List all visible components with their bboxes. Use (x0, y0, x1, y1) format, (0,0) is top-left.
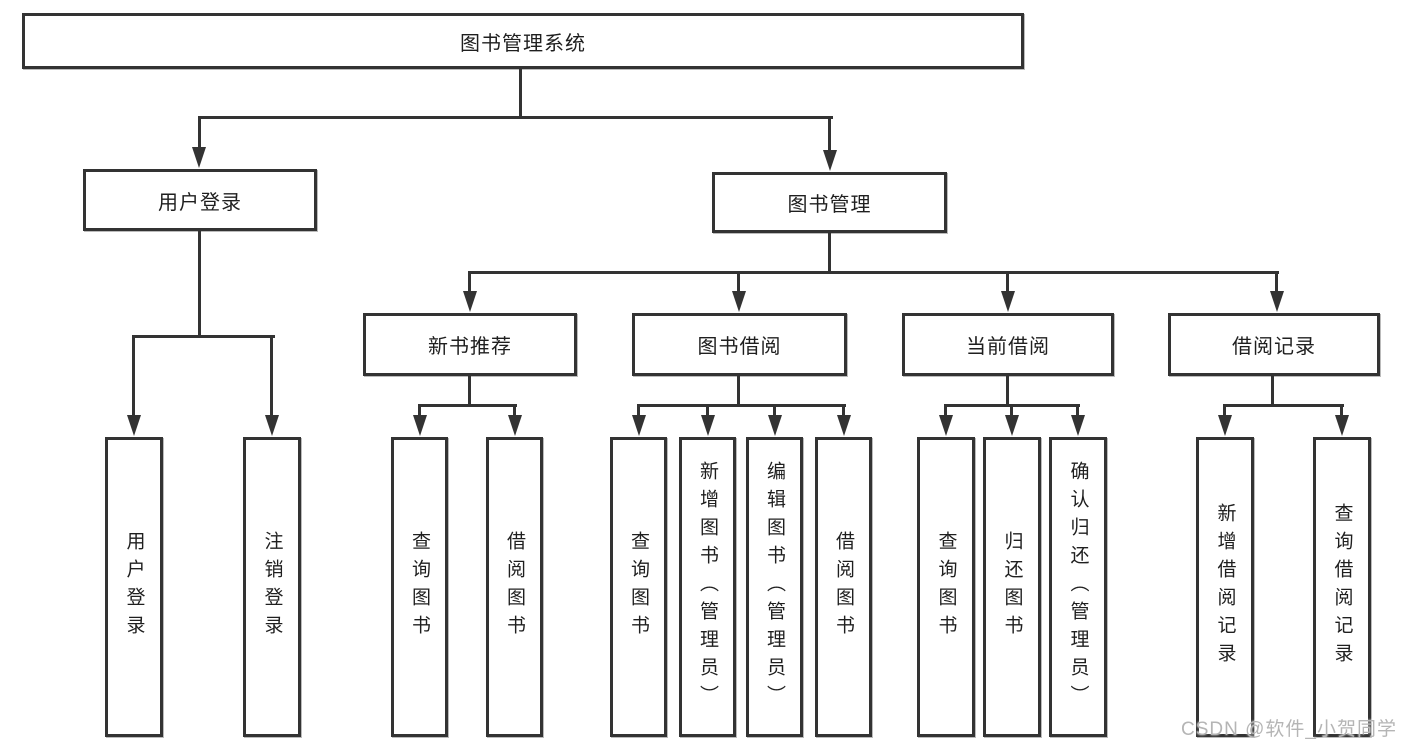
arrow-down-icon (508, 415, 522, 436)
arrow-down-icon (1005, 415, 1019, 436)
arrow-down-icon (1071, 415, 1085, 436)
leaf-label: 归还图书 (1001, 531, 1023, 643)
leaf-label: 查询图书 (628, 531, 649, 643)
node-label: 图书管理 (787, 194, 872, 216)
arrow-down-icon (1335, 415, 1349, 436)
node-label: 图书借阅 (697, 336, 782, 358)
connector-userlogin-rail (133, 335, 275, 338)
connector-root-stem (519, 69, 522, 117)
connector-drop (706, 404, 709, 419)
connector-bookmgmt-stem (828, 233, 831, 273)
leaf-label: 借阅图书 (504, 531, 525, 643)
node-borrowing-records: 借阅记录 (1168, 313, 1380, 376)
leaf-return-books: 归还图书 (983, 437, 1041, 737)
connector-drop (842, 404, 845, 419)
connector-level3-rail (469, 271, 1279, 274)
node-book-borrowing: 图书借阅 (632, 313, 847, 376)
connector-stem (1006, 376, 1009, 406)
connector-stem (737, 376, 740, 406)
leaf-label: 新增借阅记录 (1214, 503, 1236, 671)
node-book-management: 图书管理 (712, 172, 947, 233)
arrow-down-icon (1270, 291, 1284, 312)
arrow-down-icon (463, 291, 477, 312)
node-label: 当前借阅 (966, 336, 1050, 358)
leaf-query-borrow-record: 查询借阅记录 (1313, 437, 1371, 737)
connector-drop (1006, 271, 1009, 295)
connector-userlogin-stem (198, 231, 201, 337)
leaf-label: 确认归还（管理员） (1067, 461, 1089, 713)
leaf-label: 新增图书（管理员） (697, 461, 718, 713)
leaf-label: 用户登录 (123, 531, 145, 643)
connector-drop (198, 116, 201, 150)
leaf-label: 查询图书 (935, 531, 957, 643)
arrow-down-icon (837, 415, 851, 436)
connector-drop (828, 116, 831, 153)
node-library-system: 图书管理系统 (22, 13, 1024, 69)
leaf-query-books-recommend: 查询图书 (391, 437, 448, 737)
connector-drop (637, 404, 640, 419)
node-label: 新书推荐 (428, 336, 512, 358)
arrow-down-icon (1218, 415, 1232, 436)
leaf-label: 编辑图书（管理员） (764, 461, 785, 713)
leaf-label: 借阅图书 (833, 531, 854, 643)
leaf-query-books-current: 查询图书 (917, 437, 975, 737)
connector-stem (468, 376, 471, 406)
connector-drop (1275, 271, 1278, 295)
leaf-query-books-borrowing: 查询图书 (610, 437, 667, 737)
leaf-borrow-books-recommend: 借阅图书 (486, 437, 543, 737)
connector-drop (737, 271, 740, 295)
connector-rail (1224, 404, 1344, 407)
connector-drop (418, 404, 421, 419)
connector-drop (1340, 404, 1343, 419)
connector-drop (513, 404, 516, 419)
arrow-down-icon (732, 291, 746, 312)
connector-stem (1271, 376, 1274, 406)
leaf-add-borrow-record: 新增借阅记录 (1196, 437, 1254, 737)
connector-drop (773, 404, 776, 419)
connector-rail (638, 404, 846, 407)
leaf-user-login: 用户登录 (105, 437, 163, 737)
arrow-down-icon (413, 415, 427, 436)
arrow-down-icon (127, 415, 141, 436)
connector-drop (1076, 404, 1079, 419)
leaf-add-book-admin: 新增图书（管理员） (679, 437, 736, 737)
arrow-down-icon (265, 415, 279, 436)
arrow-down-icon (1001, 291, 1015, 312)
arrow-down-icon (823, 150, 837, 171)
connector-drop (132, 335, 135, 419)
node-user-login: 用户登录 (83, 169, 317, 231)
leaf-confirm-return-admin: 确认归还（管理员） (1049, 437, 1107, 737)
node-new-book-recommend: 新书推荐 (363, 313, 577, 376)
arrow-down-icon (701, 415, 715, 436)
connector-drop (468, 271, 471, 295)
leaf-label: 查询借阅记录 (1331, 503, 1353, 671)
leaf-logout: 注销登录 (243, 437, 301, 737)
leaf-label: 查询图书 (409, 531, 430, 643)
node-label: 图书管理系统 (460, 32, 586, 55)
leaf-borrow-books: 借阅图书 (815, 437, 872, 737)
arrow-down-icon (192, 147, 206, 168)
node-current-borrowing: 当前借阅 (902, 313, 1114, 376)
leaf-edit-book-admin: 编辑图书（管理员） (746, 437, 803, 737)
node-label: 用户登录 (158, 191, 242, 214)
arrow-down-icon (632, 415, 646, 436)
connector-rail (419, 404, 517, 407)
connector-drop (270, 335, 273, 419)
arrow-down-icon (939, 415, 953, 436)
node-label: 借阅记录 (1232, 336, 1316, 358)
arrow-down-icon (768, 415, 782, 436)
connector-drop (1010, 404, 1013, 419)
connector-drop (944, 404, 947, 419)
connector-drop (1223, 404, 1226, 419)
connector-level2-rail (198, 116, 833, 119)
leaf-label: 注销登录 (261, 531, 283, 643)
watermark-text: CSDN @软件_小贺同学 (1181, 719, 1397, 740)
